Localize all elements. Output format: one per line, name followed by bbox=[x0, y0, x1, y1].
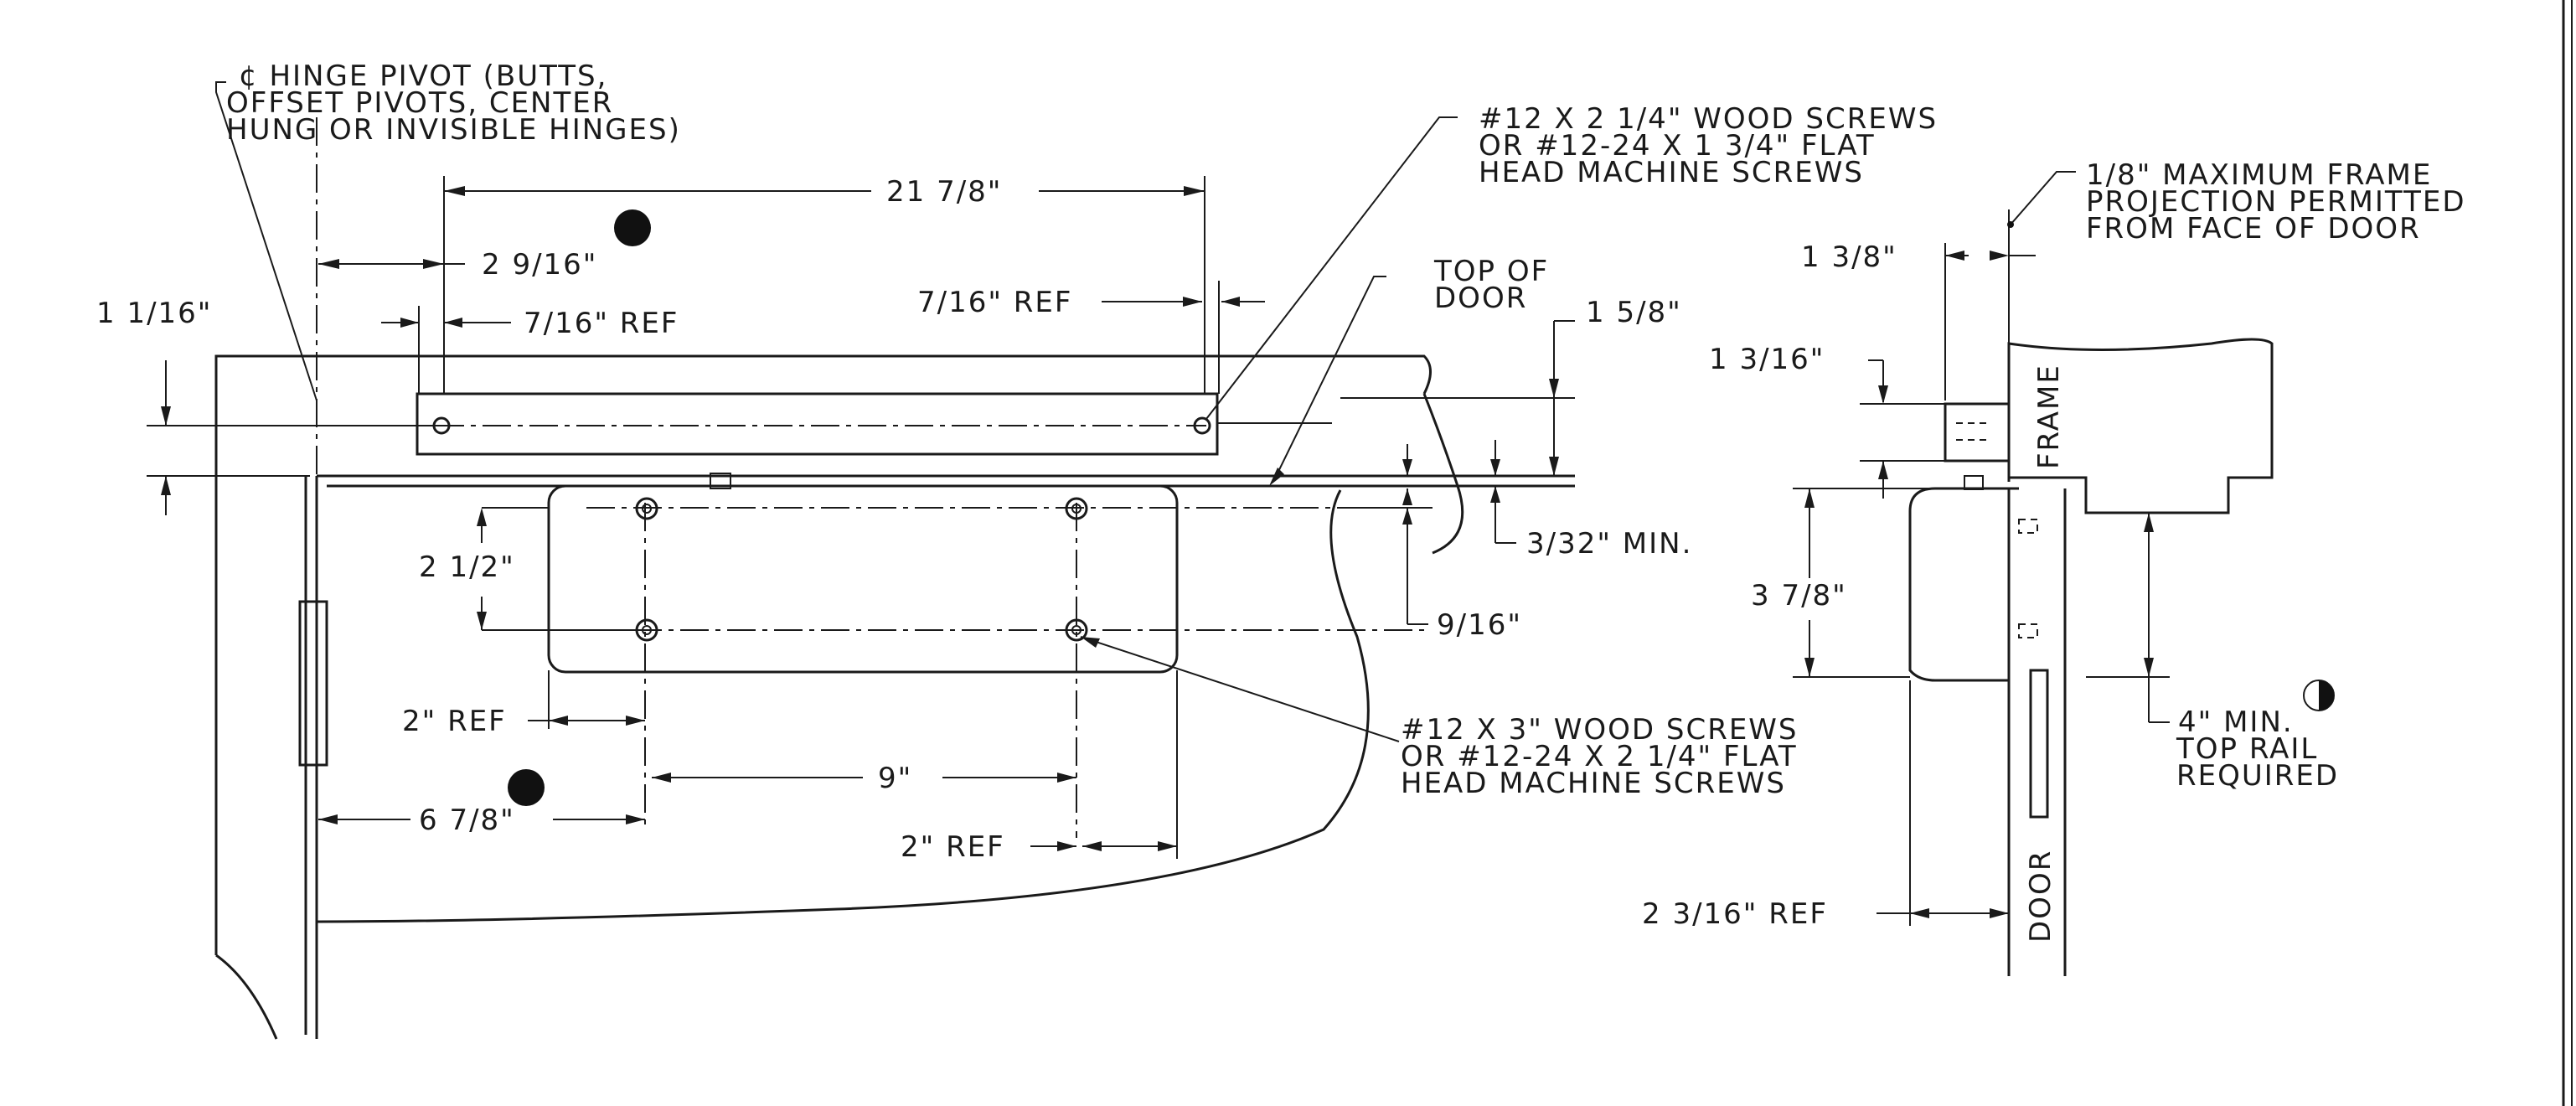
top-rail-note: 4" MIN. TOP RAIL REQUIRED bbox=[2176, 705, 2339, 793]
svg-text:HEAD MACHINE SCREWS: HEAD MACHINE SCREWS bbox=[1479, 156, 1864, 189]
svg-text:DOOR: DOOR bbox=[1434, 282, 1527, 315]
svg-text:PROJECTION PERMITTED: PROJECTION PERMITTED bbox=[2086, 185, 2466, 219]
svg-text:OFFSET PIVOTS, CENTER: OFFSET PIVOTS, CENTER bbox=[226, 86, 613, 120]
dim-top-height: 1 5/8" bbox=[1586, 296, 1682, 329]
door-outline bbox=[215, 393, 1464, 1040]
dim-right-ref: 7/16" REF bbox=[917, 286, 1072, 319]
dim-left-ref: 7/16" REF bbox=[524, 307, 679, 340]
dim-section-height: 3 7/8" bbox=[1751, 579, 1847, 612]
closer-body bbox=[547, 484, 1424, 838]
hinge-pivot-note: ¢ HINGE PIVOT (BUTTS, OFFSET PIVOTS, CEN… bbox=[226, 59, 681, 147]
door-section bbox=[2007, 488, 2067, 976]
svg-text:TOP OF: TOP OF bbox=[1433, 255, 1549, 288]
dim-closer-offset: 9/16" bbox=[1437, 608, 1522, 642]
registration-dot-top bbox=[614, 209, 651, 246]
dim-closer-holes: 2 1/2" bbox=[419, 550, 515, 584]
svg-text:HEAD MACHINE SCREWS: HEAD MACHINE SCREWS bbox=[1401, 767, 1786, 800]
dim-closer-left-ref: 2" REF bbox=[402, 705, 507, 738]
dimension-lines bbox=[147, 176, 1575, 859]
leader-lines bbox=[215, 81, 1458, 742]
svg-text:FROM FACE OF DOOR: FROM FACE OF DOOR bbox=[2086, 212, 2421, 245]
registration-dot-bottom bbox=[508, 769, 545, 806]
frame-label: FRAME bbox=[2032, 364, 2066, 469]
frame-outline bbox=[214, 354, 1575, 1039]
arm-plate bbox=[416, 392, 1332, 456]
dim-closer-right-ref: 2" REF bbox=[901, 830, 1005, 864]
section-dimension-lines bbox=[1793, 171, 2170, 926]
svg-text:¢ HINGE PIVOT (BUTTS,: ¢ HINGE PIVOT (BUTTS, bbox=[239, 59, 607, 93]
bracket-section bbox=[1944, 402, 2011, 490]
svg-text:1/8" MAXIMUM FRAME: 1/8" MAXIMUM FRAME bbox=[2086, 158, 2432, 192]
dim-frame-rise: 1 1/16" bbox=[96, 297, 212, 330]
door-label: DOOR bbox=[2024, 850, 2057, 943]
svg-text:OR #12-24 X 1 3/4" FLAT: OR #12-24 X 1 3/4" FLAT bbox=[1479, 129, 1876, 163]
closer-section bbox=[1908, 487, 2019, 682]
closer-screws-note: #12 X 3" WOOD SCREWS OR #12-24 X 2 1/4" … bbox=[1401, 713, 1799, 800]
svg-text:#12 X 3" WOOD SCREWS: #12 X 3" WOOD SCREWS bbox=[1401, 713, 1799, 747]
dim-arm-length: 21 7/8" bbox=[886, 175, 1002, 209]
svg-text:REQUIRED: REQUIRED bbox=[2176, 759, 2339, 793]
frame-projection-note: 1/8" MAXIMUM FRAME PROJECTION PERMITTED … bbox=[2086, 158, 2466, 245]
hinge bbox=[298, 600, 328, 767]
top-of-door-note: TOP OF DOOR bbox=[1433, 255, 1549, 315]
dim-pivot-offset: 2 9/16" bbox=[482, 248, 597, 282]
dim-closer-pivot-offset: 6 7/8" bbox=[419, 804, 515, 837]
dim-section-bracket: 1 3/16" bbox=[1709, 343, 1825, 376]
dim-section-width: 1 3/8" bbox=[1801, 240, 1897, 274]
dim-section-ref: 2 3/16" REF bbox=[1642, 897, 1828, 931]
connector-tab bbox=[710, 473, 731, 489]
arm-screws-note: #12 X 2 1/4" WOOD SCREWS OR #12-24 X 1 3… bbox=[1479, 102, 1938, 189]
section-symbol bbox=[2303, 680, 2335, 711]
dim-closer-hole-span: 9" bbox=[878, 762, 912, 795]
svg-text:#12 X 2 1/4" WOOD SCREWS: #12 X 2 1/4" WOOD SCREWS bbox=[1479, 102, 1938, 136]
svg-text:OR #12-24 X 2 1/4" FLAT: OR #12-24 X 2 1/4" FLAT bbox=[1401, 740, 1798, 773]
dim-min-clearance: 3/32" MIN. bbox=[1526, 527, 1692, 561]
svg-text:TOP RAIL: TOP RAIL bbox=[2176, 732, 2318, 766]
svg-text:HUNG OR INVISIBLE HINGES): HUNG OR INVISIBLE HINGES) bbox=[226, 113, 681, 147]
svg-text:4" MIN.: 4" MIN. bbox=[2178, 705, 2294, 739]
